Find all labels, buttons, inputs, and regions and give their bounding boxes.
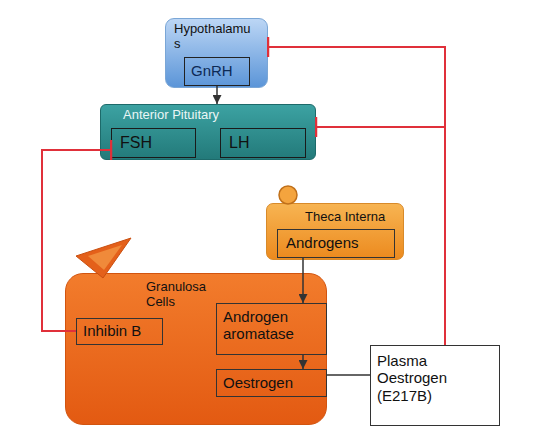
inhibition-line	[42, 150, 111, 331]
hormone-box: Oestrogen	[216, 369, 327, 397]
connector-arrow	[302, 258, 304, 303]
node-label: Plasma Oestrogen (E217B)	[377, 352, 462, 404]
hormone-box: FSH	[111, 128, 196, 158]
inhibition-line	[316, 127, 445, 345]
hormone-box: Inhibin B	[76, 318, 163, 345]
node-label: Anterior Pituitary	[123, 108, 219, 123]
hormone-box: LH	[220, 128, 306, 158]
node-label: FSH	[120, 134, 152, 152]
circle-symbol	[279, 186, 297, 204]
node-label: Inhibin B	[83, 322, 141, 339]
granulosa-box: Granulosa CellsInhibin B Androgen aromata…	[65, 273, 327, 425]
hypothalamus-box: HypothalamusGnRH	[165, 18, 268, 88]
node-label: Androgen aromatase	[223, 308, 318, 343]
node-label: Oestrogen	[223, 374, 293, 391]
node-label: GnRH	[191, 62, 233, 79]
connector-arrow	[302, 355, 304, 369]
node-label: Theca Interna	[305, 210, 385, 225]
inhibition-line	[268, 47, 445, 345]
connector-arrow	[327, 374, 370, 376]
node-label: LH	[229, 134, 249, 152]
node-label: Androgens	[286, 234, 359, 251]
hormone-box: GnRH	[184, 57, 250, 86]
connector-arrow	[216, 86, 218, 104]
theca-box: Theca InternaAndrogens	[266, 203, 404, 260]
enzyme-box: Androgen aromatase	[216, 303, 327, 355]
pituitary-box: Anterior PituitaryFSH LH	[100, 104, 316, 160]
node-label: Granulosa Cells	[146, 280, 226, 310]
hormone-box: Androgens	[277, 229, 395, 258]
triangle-symbol	[76, 238, 131, 278]
plasma-box: Plasma Oestrogen (E217B)	[370, 345, 500, 426]
triangle-highlight	[88, 245, 122, 270]
node-label: Hypothalamus	[174, 22, 254, 52]
